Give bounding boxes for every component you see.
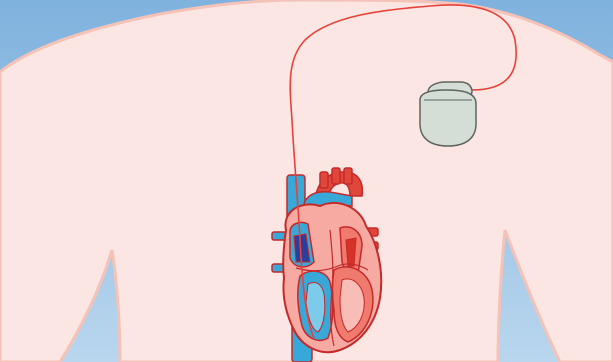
aortic-branch-2 <box>332 168 340 184</box>
aortic-branch-1 <box>320 172 328 188</box>
pacemaker-can <box>420 90 476 146</box>
left-atrium-cavity <box>346 238 356 266</box>
aortic-branch-3 <box>344 168 352 184</box>
pacemaker-device-icon <box>420 82 476 146</box>
